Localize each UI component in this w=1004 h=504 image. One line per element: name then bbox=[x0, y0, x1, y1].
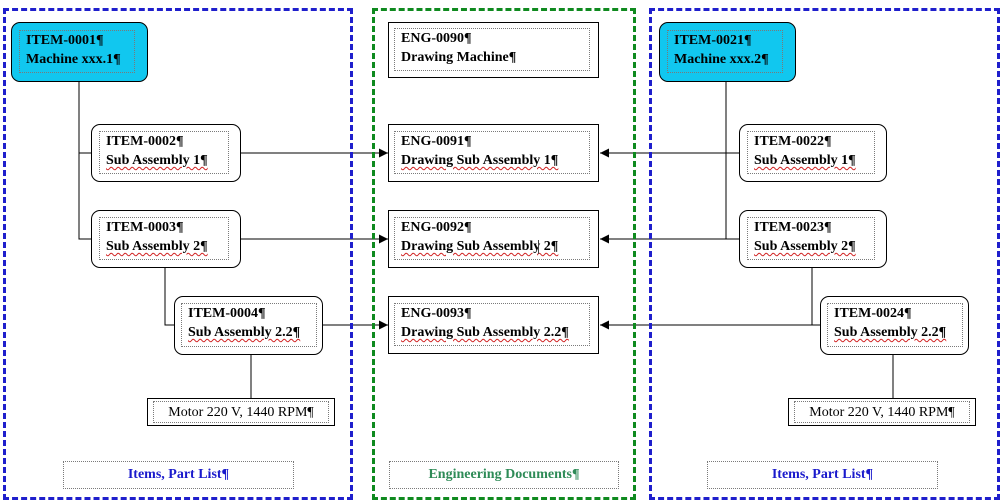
item-0003-title: Sub Assembly 2¶ bbox=[106, 239, 208, 254]
left-motor-label: Motor 220 V, 1440 RPM¶ bbox=[168, 405, 314, 420]
item-0004-id: ITEM-0004¶ bbox=[188, 306, 266, 321]
engineering-documents-footer: Engineering Documents¶ bbox=[389, 461, 619, 489]
eng-0092-textframe: ENG-0092¶ Drawing Sub Assembly 2¶ bbox=[394, 217, 590, 260]
eng-0091-title: Drawing Sub Assembly 1¶ bbox=[401, 153, 559, 168]
item-0003-id: ITEM-0003¶ bbox=[106, 220, 184, 235]
right-motor-textframe: Motor 220 V, 1440 RPM¶ bbox=[794, 401, 970, 423]
item-0021-id: ITEM-0021¶ bbox=[674, 33, 752, 48]
eng-0091-textframe: ENG-0091¶ Drawing Sub Assembly 1¶ bbox=[394, 131, 590, 174]
eng-0093-id: ENG-0093¶ bbox=[401, 306, 472, 321]
item-0024-box[interactable]: ITEM-0024¶ Sub Assembly 2.2¶ bbox=[820, 296, 969, 355]
item-0024-title: Sub Assembly 2.2¶ bbox=[834, 325, 947, 340]
eng-0092-id: ENG-0092¶ bbox=[401, 220, 472, 235]
eng-0093-textframe: ENG-0093¶ Drawing Sub Assembly 2.2¶ bbox=[394, 303, 590, 346]
item-0023-id: ITEM-0023¶ bbox=[754, 220, 832, 235]
right-items-footer: Items, Part List¶ bbox=[707, 461, 938, 489]
engineering-documents-group bbox=[372, 8, 636, 500]
item-0022-title: Sub Assembly 1¶ bbox=[754, 153, 856, 168]
item-0001-id: ITEM-0001¶ bbox=[26, 33, 104, 48]
item-0024-id: ITEM-0024¶ bbox=[834, 306, 912, 321]
item-0023-box[interactable]: ITEM-0023¶ Sub Assembly 2¶ bbox=[739, 210, 887, 268]
item-0024-textframe: ITEM-0024¶ Sub Assembly 2.2¶ bbox=[827, 303, 963, 347]
item-0001-textframe: ITEM-0001¶ Machine xxx.1¶ bbox=[19, 30, 135, 73]
eng-0092-title: Drawing Sub Assembly 2¶ bbox=[401, 239, 559, 254]
left-trunk-line bbox=[78, 82, 91, 240]
item-0002-title: Sub Assembly 1¶ bbox=[106, 153, 208, 168]
item-0022-id: ITEM-0022¶ bbox=[754, 134, 832, 149]
item-0001-title: Machine xxx.1¶ bbox=[26, 52, 121, 67]
item-0001-box[interactable]: ITEM-0001¶ Machine xxx.1¶ bbox=[11, 22, 148, 82]
item-0004-title: Sub Assembly 2.2¶ bbox=[188, 325, 301, 340]
item-0022-box[interactable]: ITEM-0022¶ Sub Assembly 1¶ bbox=[739, 124, 887, 182]
eng-0091-box[interactable]: ENG-0091¶ Drawing Sub Assembly 1¶ bbox=[388, 124, 599, 182]
text-cursor bbox=[538, 240, 539, 254]
eng-0090-title: Drawing Machine¶ bbox=[401, 50, 517, 65]
eng-0091-id: ENG-0091¶ bbox=[401, 134, 472, 149]
left-motor-textframe: Motor 220 V, 1440 RPM¶ bbox=[153, 401, 329, 423]
item-0021-title: Machine xxx.2¶ bbox=[674, 52, 769, 67]
item-0002-id: ITEM-0002¶ bbox=[106, 134, 184, 149]
right-motor-box[interactable]: Motor 220 V, 1440 RPM¶ bbox=[788, 398, 976, 426]
eng-0092-box[interactable]: ENG-0092¶ Drawing Sub Assembly 2¶ bbox=[388, 210, 599, 268]
left-items-footer: Items, Part List¶ bbox=[63, 461, 294, 489]
left-motor-box[interactable]: Motor 220 V, 1440 RPM¶ bbox=[147, 398, 335, 426]
item-0004-box[interactable]: ITEM-0004¶ Sub Assembly 2.2¶ bbox=[174, 296, 323, 355]
right-items-group bbox=[649, 8, 1000, 500]
item-0002-box[interactable]: ITEM-0002¶ Sub Assembly 1¶ bbox=[91, 124, 241, 182]
right-motor-label: Motor 220 V, 1440 RPM¶ bbox=[809, 405, 955, 420]
item-0023-textframe: ITEM-0023¶ Sub Assembly 2¶ bbox=[747, 217, 875, 260]
eng-0093-box[interactable]: ENG-0093¶ Drawing Sub Assembly 2.2¶ bbox=[388, 296, 599, 354]
eng-0090-box[interactable]: ENG-0090¶ Drawing Machine¶ bbox=[388, 22, 599, 78]
left-branch-sub22 bbox=[164, 267, 174, 326]
item-0022-textframe: ITEM-0022¶ Sub Assembly 1¶ bbox=[747, 131, 875, 174]
left-items-group bbox=[3, 8, 353, 500]
item-0003-box[interactable]: ITEM-0003¶ Sub Assembly 2¶ bbox=[91, 210, 241, 268]
eng-0093-title: Drawing Sub Assembly 2.2¶ bbox=[401, 325, 569, 340]
eng-0090-textframe: ENG-0090¶ Drawing Machine¶ bbox=[394, 28, 590, 71]
item-0004-textframe: ITEM-0004¶ Sub Assembly 2.2¶ bbox=[181, 303, 317, 347]
item-0002-textframe: ITEM-0002¶ Sub Assembly 1¶ bbox=[99, 131, 229, 174]
item-0023-title: Sub Assembly 2¶ bbox=[754, 239, 856, 254]
item-0021-textframe: ITEM-0021¶ Machine xxx.2¶ bbox=[667, 30, 783, 73]
eng-0090-id: ENG-0090¶ bbox=[401, 31, 472, 46]
item-0021-box[interactable]: ITEM-0021¶ Machine xxx.2¶ bbox=[659, 22, 796, 82]
item-0003-textframe: ITEM-0003¶ Sub Assembly 2¶ bbox=[99, 217, 229, 260]
